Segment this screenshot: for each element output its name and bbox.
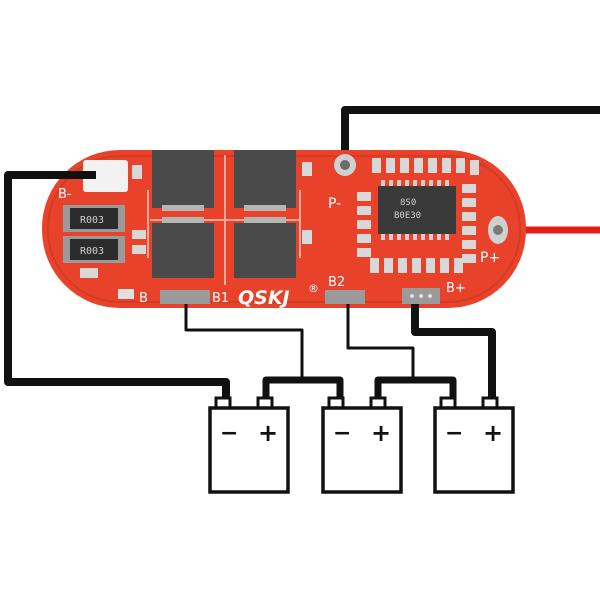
b2-pad bbox=[325, 290, 365, 304]
battery-3: − + bbox=[433, 396, 515, 494]
bms-board: B- R003 R003 bbox=[42, 150, 526, 309]
mosfet-1 bbox=[152, 150, 214, 208]
battery-wires bbox=[4, 171, 496, 405]
link-wire-2 bbox=[374, 376, 457, 405]
p-plus-label: P+ bbox=[480, 250, 500, 266]
b1-pad bbox=[160, 290, 210, 304]
b-pad bbox=[118, 289, 134, 299]
top-components bbox=[372, 158, 479, 175]
bottom-components bbox=[370, 258, 463, 273]
battery-3-minus: − bbox=[445, 421, 463, 446]
ic-text-1: 8S0 bbox=[400, 198, 416, 208]
b-plus-wire bbox=[411, 304, 496, 405]
p-minus-label: P- bbox=[328, 196, 341, 212]
p-minus-wire bbox=[341, 106, 600, 160]
battery-1-plus: + bbox=[258, 419, 278, 447]
mosfet-3 bbox=[152, 223, 214, 278]
left-ic-components bbox=[357, 192, 371, 257]
b-minus-pad bbox=[83, 160, 128, 192]
resistor-code-1: R003 bbox=[80, 215, 104, 226]
registered-mark: ® bbox=[308, 282, 319, 295]
b1-sense-wire bbox=[184, 304, 304, 378]
ic-text-2: B0E30 bbox=[394, 211, 421, 221]
battery-2-plus: + bbox=[371, 419, 391, 447]
b2-label: B2 bbox=[328, 275, 345, 290]
b-minus-wire bbox=[4, 171, 230, 405]
battery-2-minus: − bbox=[333, 421, 351, 446]
mosfet-2 bbox=[234, 150, 296, 208]
b1-label: B1 bbox=[212, 291, 229, 306]
control-ic: 8S0 B0E30 bbox=[378, 180, 456, 240]
b-minus-label: B- bbox=[58, 187, 72, 202]
shunt-resistors: R003 R003 bbox=[63, 205, 125, 263]
resistor-code-2: R003 bbox=[80, 246, 104, 257]
right-ic-components bbox=[462, 184, 476, 263]
battery-1-minus: − bbox=[220, 421, 238, 446]
mosfet-4 bbox=[234, 223, 296, 278]
b-plus-label: B+ bbox=[446, 281, 466, 296]
link-wire-1 bbox=[262, 376, 344, 405]
brand-logo: QSKJ bbox=[238, 287, 290, 309]
b-label: B bbox=[139, 291, 148, 306]
battery-1: − + bbox=[208, 396, 290, 494]
battery-3-plus: + bbox=[483, 419, 503, 447]
mosfets bbox=[152, 150, 296, 278]
battery-2: − + bbox=[321, 396, 403, 494]
b2-sense-wire bbox=[346, 304, 415, 378]
